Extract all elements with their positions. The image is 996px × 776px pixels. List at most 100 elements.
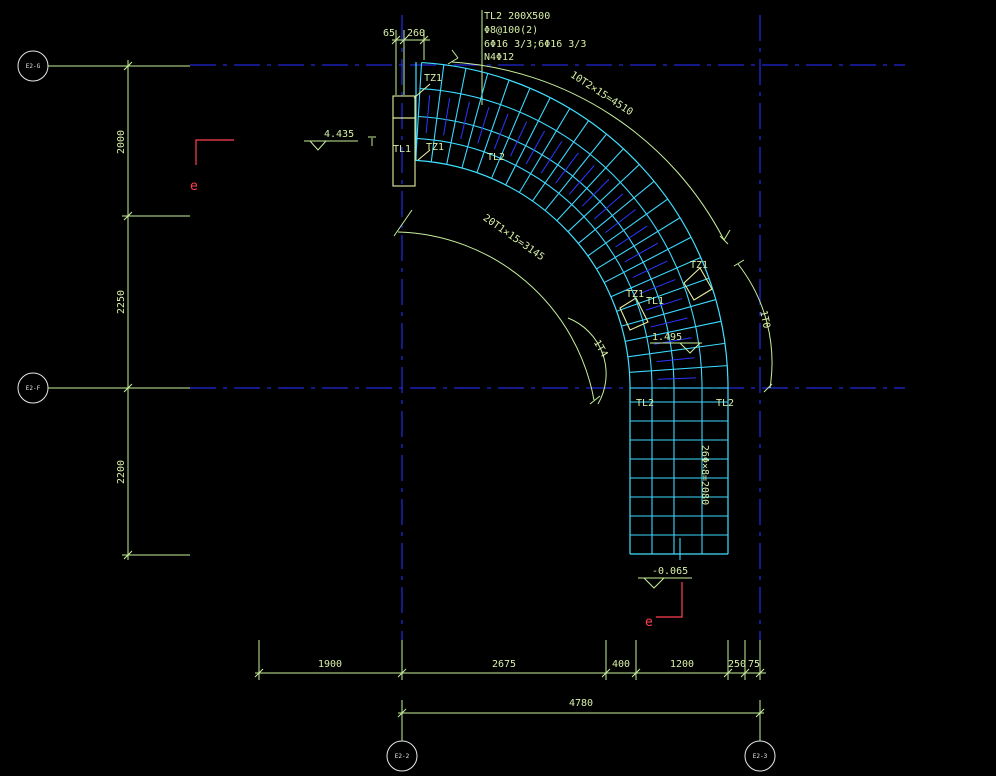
axis-bubble-top[interactable] [17,50,49,82]
column-tz1-top[interactable] [392,95,416,119]
tag-tz1-3: TZ1 [690,260,708,271]
bottom-dimension-chain: 1900 2675 400 1200 250 75 4780 [254,640,766,720]
inner-arc-dim [397,231,595,401]
elevation-bottom: -0.065 [652,566,688,577]
stair-rebar-line [568,165,595,195]
section-letter-bottom: e [645,615,653,630]
tag-tl2-3: TL2 [716,398,734,409]
dim-bottom-6: 75 [748,659,760,670]
dim-bottom-5: 250 [728,659,746,670]
beam-tl1-left[interactable] [392,117,416,187]
dim-top-65: 65 [383,28,395,39]
tag-tz1-2: TZ1 [426,142,444,153]
tag-tl2-1: TL2 [487,152,505,163]
straight-flight-label: 26Φ×8=2080 [699,445,710,505]
dim-top-260: 260 [407,28,425,39]
stair-rebar-line [650,317,688,328]
stair-step-line [596,217,681,270]
elevation-marks: 4.435 1.495 -0.065 [304,129,702,589]
beam-note-line-2: Φ8@100(2) [484,25,538,36]
stair-step-line [587,198,669,257]
axis-bubble-right[interactable] [744,740,776,772]
dim-left-3: 2200 [116,460,127,484]
stair-step-line [629,365,728,373]
tag-tl1-1: TL1 [393,144,411,155]
tag-tz1-4: TZ1 [626,289,644,300]
stair-step-line [490,87,531,179]
stair-plan[interactable] [415,61,729,560]
column-tz1-right[interactable] [683,267,713,301]
dim-left-1: 2000 [116,130,127,154]
stair-rebar-line [615,225,648,248]
dim-bottom-4: 1200 [670,659,694,670]
beam-annotation: TL2 200X500 Φ8@100(2) 6Φ16 3/3;6Φ16 3/3 … [481,10,586,105]
stair-step-line [621,299,716,327]
member-tags: TZ1 TL1 TZ1 TL2 TZ1 TZ1 TL1 TL2 TL2 [392,73,734,409]
left-dimension-chain: 2000 2250 2200 [116,60,190,560]
dim-bottom-2: 2675 [492,659,516,670]
elevation-top: 4.435 [324,129,354,140]
outer-arc-dim [451,61,725,241]
stair-step-line [627,342,726,358]
stair-step-line [610,256,701,298]
stair-rebar-line [645,298,683,311]
stair-rebar-line [425,95,431,134]
section-mark-bottom[interactable] [656,582,683,618]
dim-bottom-1: 1900 [318,659,342,670]
stair-step-line [476,79,510,173]
beam-note-line-4: N4Φ12 [484,52,514,63]
dim-bottom-3: 400 [612,659,630,670]
small-arc-dim-right [737,263,773,389]
axis-label-mid: E2-F [26,385,41,392]
axis-bubble-left[interactable] [386,740,418,772]
stair-step-line [415,62,423,161]
stair-rebar-line [510,121,528,157]
stair-rebar-line [525,130,546,165]
dim-overall: 4780 [569,698,593,709]
stair-step-line [461,73,489,169]
stair-rebar-line [593,193,624,220]
small-arc-dim-left [567,317,607,405]
stair-arc-line [416,137,653,389]
stair-step-line [625,320,722,342]
axis-bubbles: E2-G E2-F E2-2 E2-3 [17,50,776,772]
stair-rebar-line [555,152,579,184]
beam-note-line-1: TL2 200X500 [484,11,550,22]
stair-rebar-line [656,357,695,363]
dim-left-2: 2250 [116,290,127,314]
axis-label-left: E2-2 [395,753,410,760]
tag-leader-2 [417,149,431,161]
stair-step-line [544,133,607,211]
stair-step-line [518,108,571,193]
inner-arc-label: 20T1×15=3145 [481,213,546,263]
outer-arc-label: 10T2×15=4510 [568,70,635,119]
stair-rebar-line [581,178,610,207]
tag-leader-1 [413,83,431,99]
grid-axes [190,15,905,640]
stair-arc-line [418,115,675,389]
stair-rebar-line [605,209,636,233]
tag-tz1-1: TZ1 [424,73,442,84]
stair-step-line [430,64,445,162]
tag-tl2-2: TL2 [636,398,654,409]
axis-label-top: E2-G [26,63,41,70]
stair-step-line [532,120,590,202]
small-arc-right-label: 1T0 [757,310,772,330]
stair-rebar-line [632,260,668,278]
stair-rebar-line [540,141,563,174]
elevation-mid: 1.495 [652,332,682,343]
section-marks: e e [190,139,683,630]
section-mark-left[interactable] [195,139,234,165]
axis-label-right: E2-3 [753,753,768,760]
small-arc-left-label: 1T4 [591,338,610,359]
stair-rebar-line [443,97,451,136]
stair-step-line [446,68,467,165]
axis-bubble-mid[interactable] [17,372,49,404]
stair-step-line [556,148,624,222]
arc-dimensions: 10T2×15=4510 20T1×15=3145 1T4 1T0 26Φ×8=… [393,49,773,505]
column-tz1-mid[interactable] [619,297,649,331]
stair-step-line [616,277,710,312]
stair-step-line [577,180,655,244]
stair-rebar-line [624,242,659,263]
